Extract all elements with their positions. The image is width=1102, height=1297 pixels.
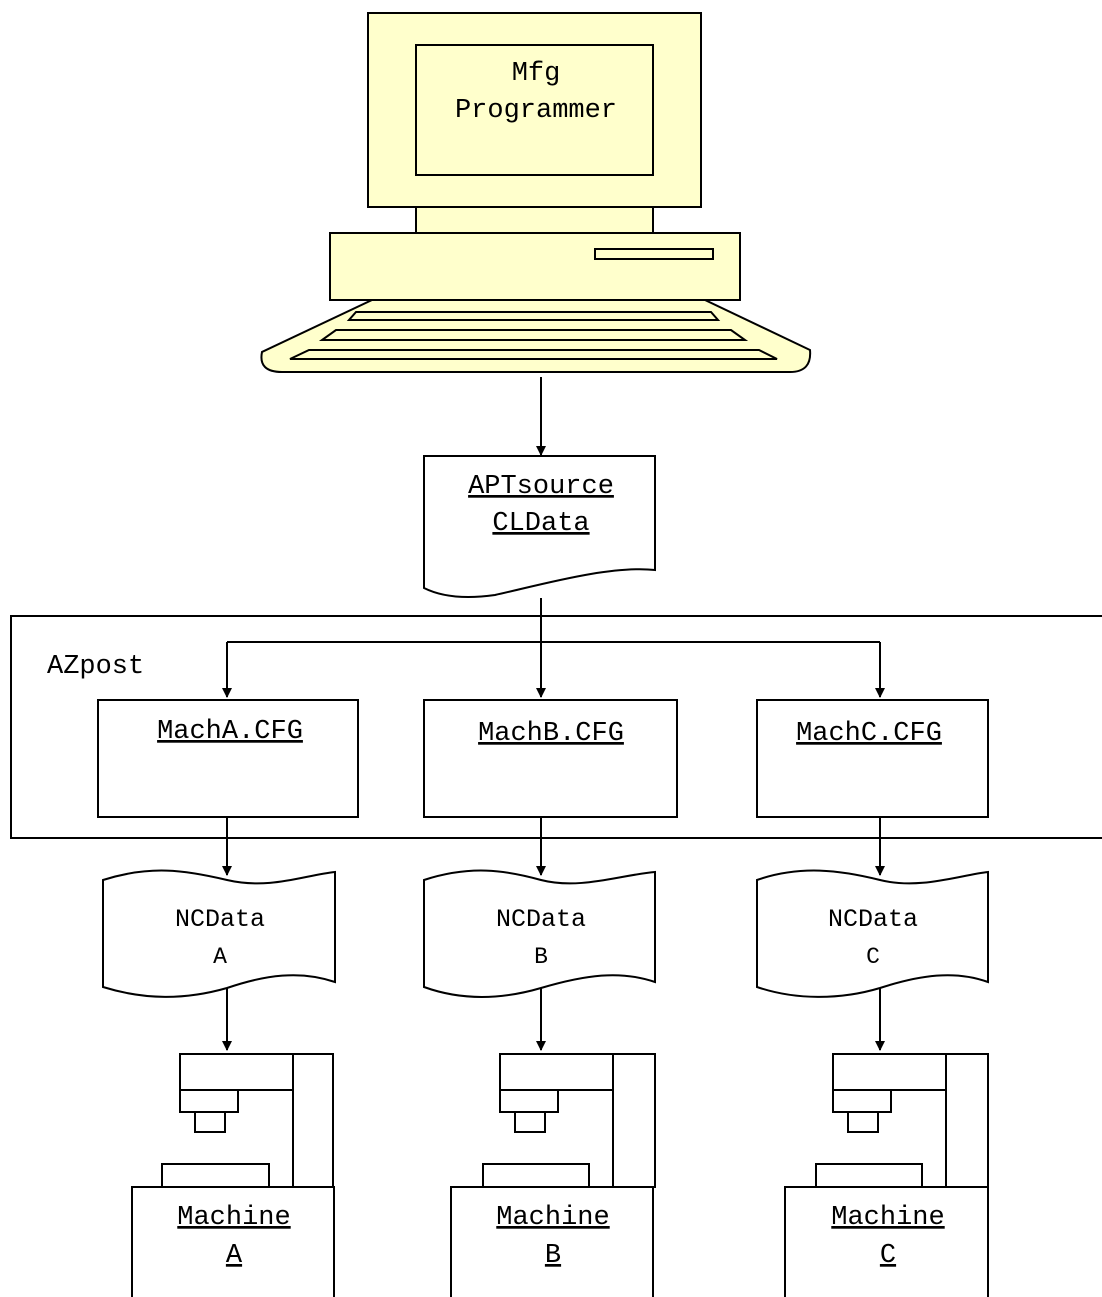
postprocessor-box xyxy=(10,615,1102,839)
machine-icon-c xyxy=(784,1053,989,1297)
config-box-a xyxy=(97,699,359,818)
keyboard-row-3 xyxy=(289,349,778,360)
ncdata-a-line1: NCData xyxy=(175,905,265,934)
ncdata-c-line1: NCData xyxy=(828,905,918,934)
keyboard-row-1 xyxy=(346,311,721,321)
distribution-lines xyxy=(227,598,880,643)
config-box-b xyxy=(423,699,678,818)
programmer-line1: Mfg xyxy=(512,59,561,89)
monitor-screen xyxy=(415,44,654,176)
disk-drive-slot xyxy=(594,248,714,260)
config-label-b: MachB.CFG xyxy=(478,719,624,749)
postprocessor-label: AZpost xyxy=(47,652,144,682)
computer-icon xyxy=(260,12,812,373)
ncdata-c-line2: C xyxy=(866,944,880,970)
config-label-c: MachC.CFG xyxy=(796,719,942,749)
config-box-c xyxy=(756,699,989,818)
machine-icon-a xyxy=(131,1053,335,1297)
keyboard-row-2 xyxy=(318,329,749,341)
programmer-line2: Programmer xyxy=(455,96,617,126)
monitor-stand xyxy=(415,206,654,234)
ncdata-b-line1: NCData xyxy=(496,905,586,934)
ncdata-b-line2: B xyxy=(534,944,548,970)
machine-b-line1: Machine xyxy=(496,1203,609,1233)
machine-icon-b xyxy=(450,1053,656,1297)
source-line2: CLData xyxy=(492,509,589,539)
source-line1: APTsource xyxy=(468,472,614,502)
ncdata-tape-b xyxy=(423,869,656,998)
machine-b-line2: B xyxy=(545,1241,561,1271)
machine-a-line2: A xyxy=(226,1241,243,1271)
config-label-a: MachA.CFG xyxy=(157,717,303,747)
machine-a-line1: Machine xyxy=(177,1203,290,1233)
ncdata-tape-c xyxy=(756,869,989,998)
machine-c-line1: Machine xyxy=(831,1203,944,1233)
ncdata-tape-a xyxy=(102,869,336,998)
machine-c-line2: C xyxy=(880,1241,896,1271)
source-document xyxy=(423,455,656,598)
system-unit xyxy=(329,232,741,301)
ncdata-a-line2: A xyxy=(213,944,227,970)
